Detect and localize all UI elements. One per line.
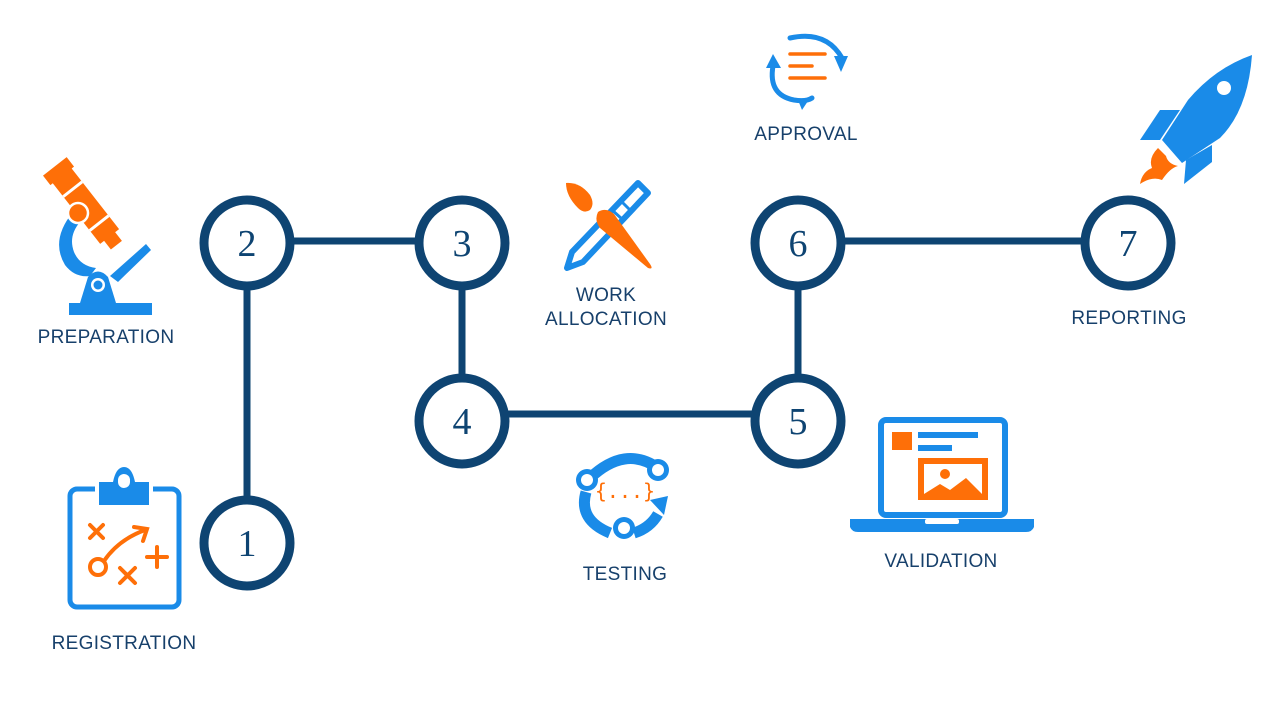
svg-text:{...}: {...} [595,479,655,503]
step-number: 3 [453,223,472,265]
rocket-icon [1140,55,1252,184]
step-label-validation: VALIDATION [884,551,998,572]
step-node-4[interactable]: 4 [414,373,510,469]
refresh-document-icon [766,33,848,110]
step-node-6[interactable]: 6 [750,195,846,291]
step-number: 5 [789,401,808,443]
microscope-icon [43,157,152,315]
step-label-work-allocation: WORK ALLOCATION [545,284,667,332]
step-number: 1 [238,523,257,565]
step-node-7[interactable]: 7 [1080,195,1176,291]
step-node-5[interactable]: 5 [750,373,846,469]
step-label-testing: TESTING [582,564,668,585]
step-label-approval: APPROVAL [754,124,858,145]
step-node-2[interactable]: 2 [199,195,295,291]
laptop-icon [850,417,1034,532]
step-label-preparation: PREPARATION [37,327,175,348]
step-label-registration: REGISTRATION [51,633,197,654]
step-label-line: WORK [575,285,637,306]
connectors [243,237,1082,498]
step-label-line: ALLOCATION [545,309,667,330]
step-number: 4 [453,401,472,443]
step-number: 2 [238,223,257,265]
brush-pencil-icon [564,180,652,271]
step-number: 7 [1119,223,1138,265]
clipboard-strategy-icon [67,467,182,610]
step-node-1[interactable]: 1 [199,495,295,591]
step-label-reporting: REPORTING [1071,308,1187,329]
step-number: 6 [789,223,808,265]
step-node-3[interactable]: 3 [414,195,510,291]
collaboration-cycle-icon: {...} [576,453,669,539]
